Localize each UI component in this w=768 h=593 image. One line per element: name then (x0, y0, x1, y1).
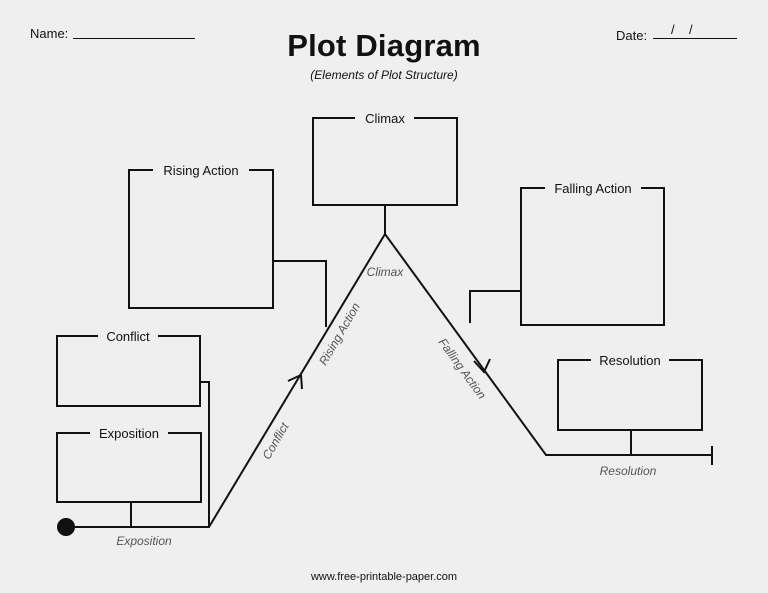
conflict-connector (200, 381, 210, 527)
name-line[interactable] (73, 38, 195, 39)
date-label: Date: (616, 28, 648, 43)
falling-action-box-label: Falling Action (554, 181, 631, 196)
falling-action-connector (469, 290, 521, 323)
falling-arrow-icon (473, 358, 491, 374)
climax-box-label: Climax (365, 111, 405, 126)
page-title: Plot Diagram (287, 28, 481, 63)
exposition-box[interactable] (56, 432, 202, 503)
climax-box[interactable] (312, 117, 458, 206)
footer-url[interactable]: www.free-printable-paper.com (310, 571, 458, 583)
conflict-box-label: Conflict (106, 329, 150, 344)
name-label: Name: (30, 26, 69, 41)
curve-label-conflict: Conflict (259, 420, 291, 462)
falling-action-box[interactable] (520, 187, 665, 326)
resolution-box[interactable] (557, 359, 703, 431)
curve-label-climax: Climax (367, 265, 405, 279)
plot-start-dot (57, 518, 75, 536)
rising-action-connector (273, 260, 327, 327)
date-line[interactable] (653, 38, 737, 39)
rising-action-box-label: Rising Action (163, 163, 238, 178)
resolution-box-label: Resolution (599, 353, 660, 368)
rising-action-box[interactable] (128, 169, 274, 309)
rising-arrow-icon (287, 373, 303, 390)
exposition-box-label: Exposition (99, 426, 159, 441)
curve-label-resolution: Resolution (600, 464, 657, 478)
conflict-box[interactable] (56, 335, 201, 407)
date-slashes: / / (671, 22, 693, 37)
page-subtitle: (Elements of Plot Structure) (310, 68, 458, 82)
curve-label-exposition: Exposition (116, 534, 172, 548)
